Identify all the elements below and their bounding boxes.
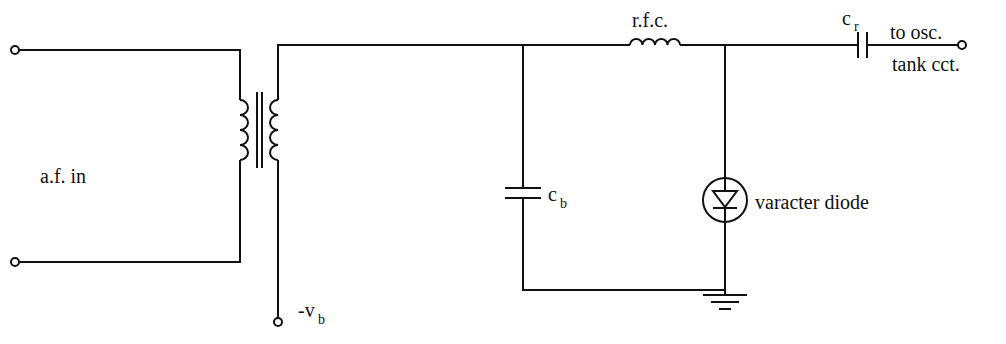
primary-coil [240,100,248,160]
secondary-coil [270,100,278,160]
terminal [11,258,19,266]
part-label: c [842,8,851,28]
signal-label: to osc. [890,22,942,42]
signal-label: tank cct. [892,54,960,74]
terminal [274,318,282,326]
wire [19,50,240,100]
wire [867,44,958,46]
part-label: varacter diode [755,192,869,212]
wire [523,198,725,290]
wire [278,45,630,100]
capacitor-symbol [858,32,867,58]
capacitor-symbol [505,188,541,198]
signal-label: a.f. in [40,166,86,186]
wire [19,160,240,262]
supply-subscript: b [318,313,325,327]
wire [724,45,726,178]
varactor-symbol [703,178,747,222]
part-label: c [548,184,557,204]
varactor-symbol [713,178,737,222]
terminal [11,46,19,54]
wire [277,160,279,318]
supply-label: -v [298,300,315,320]
wire [522,45,524,188]
rf-choke [630,39,680,45]
wire [680,44,857,46]
ground-symbol [703,295,747,309]
part-label: r.f.c. [632,10,668,30]
wire [724,222,726,295]
transformer-core [257,92,262,168]
part-subscript: b [560,197,567,211]
terminal [958,41,966,49]
part-subscript: r [854,20,859,34]
